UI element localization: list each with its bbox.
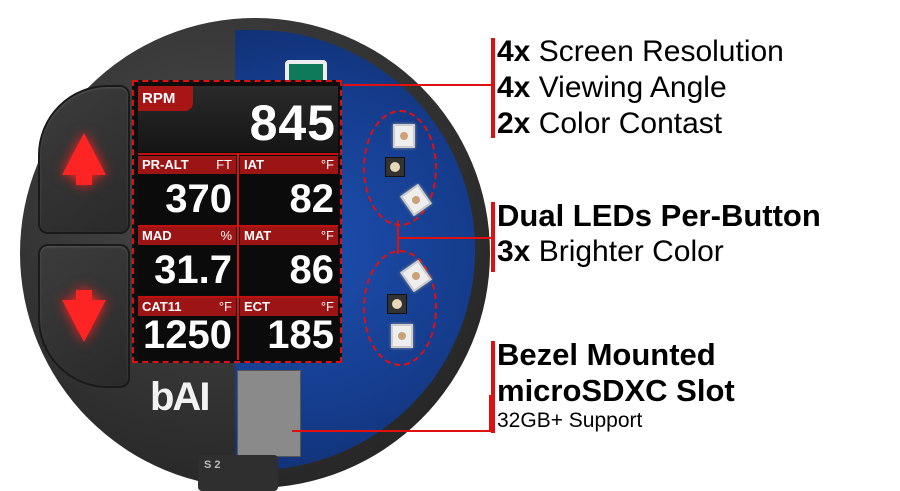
cell-unit: FT <box>216 157 232 172</box>
brand-logo: bAI <box>150 375 210 419</box>
cell-mad: MAD% 31.7 <box>138 227 236 295</box>
callout-bar <box>491 341 495 433</box>
cell-unit: °F <box>320 299 334 314</box>
button-switch <box>385 157 405 177</box>
arrow-up-icon <box>62 133 106 185</box>
cell-iat: IAT °F 82 <box>240 156 338 224</box>
button-switch <box>387 294 407 314</box>
callout-line: 4x Viewing Angle <box>497 71 727 104</box>
callout-line-sd <box>292 430 491 432</box>
rpm-value: 845 <box>249 95 336 151</box>
callout-line-sd-v <box>489 395 491 432</box>
callout-heading: microSDXC Slot <box>497 373 735 408</box>
cell-unit: °F <box>218 299 232 314</box>
callout-line-leds <box>397 237 491 239</box>
cell-value: 370 <box>165 177 232 221</box>
cell-label: IAT <box>244 157 264 172</box>
callout-line-screen <box>343 84 491 86</box>
callout-sd: Bezel Mounted microSDXC Slot 32GB+ Suppo… <box>491 337 735 433</box>
callout-leds: Dual LEDs Per-Button 3x Brighter Color <box>491 198 821 272</box>
cell-unit: % <box>220 228 232 243</box>
cell-value: 86 <box>289 248 335 292</box>
cell-label: PR-ALT <box>142 157 189 172</box>
up-button[interactable] <box>38 85 130 234</box>
cell-value: 1250 <box>143 313 232 357</box>
cell-mat: MAT °F 86 <box>240 227 338 295</box>
callout-line: 2x Color Contast <box>497 107 723 140</box>
cell-label: CAT11 <box>142 299 182 314</box>
cell-label: MAD <box>142 228 172 243</box>
callout-bar <box>491 202 495 272</box>
sd-card-label: S 2 <box>204 459 221 471</box>
callout-bar <box>491 38 495 138</box>
led-group-top <box>363 110 437 226</box>
cell-value: 185 <box>267 313 334 357</box>
rpm-cell: RPM 845 <box>138 86 338 152</box>
cell-value: 31.7 <box>154 248 232 292</box>
cell-cat11: CAT11 °F 1250 <box>138 298 236 360</box>
cell-label: ECT <box>244 299 270 314</box>
callout-heading: Dual LEDs Per-Button <box>497 198 821 233</box>
cell-value: 82 <box>289 177 335 221</box>
led-icon <box>391 324 413 348</box>
divider <box>237 154 239 360</box>
cell-pr-alt: PR-ALT FT 370 <box>138 156 236 224</box>
callout-screen: 4x Screen Resolution 4x Viewing Angle 2x… <box>491 34 784 142</box>
led-icon <box>393 124 415 148</box>
cell-label: MAT <box>244 228 272 243</box>
led-group-bottom <box>363 250 437 366</box>
callout-heading: Bezel Mounted <box>497 337 716 372</box>
microsd-card[interactable]: S 2 <box>198 455 278 491</box>
callout-subtext: 32GB+ Support <box>497 409 643 432</box>
microsd-slot[interactable] <box>237 370 301 457</box>
cell-unit: °F <box>320 228 334 243</box>
arrow-down-icon <box>62 290 106 342</box>
rpm-label: RPM <box>138 86 194 111</box>
cell-ect: ECT °F 185 <box>240 298 338 360</box>
callout-line: 4x Screen Resolution <box>497 35 784 68</box>
callout-line: 3x Brighter Color <box>497 235 724 268</box>
cell-unit: °F <box>320 157 334 172</box>
